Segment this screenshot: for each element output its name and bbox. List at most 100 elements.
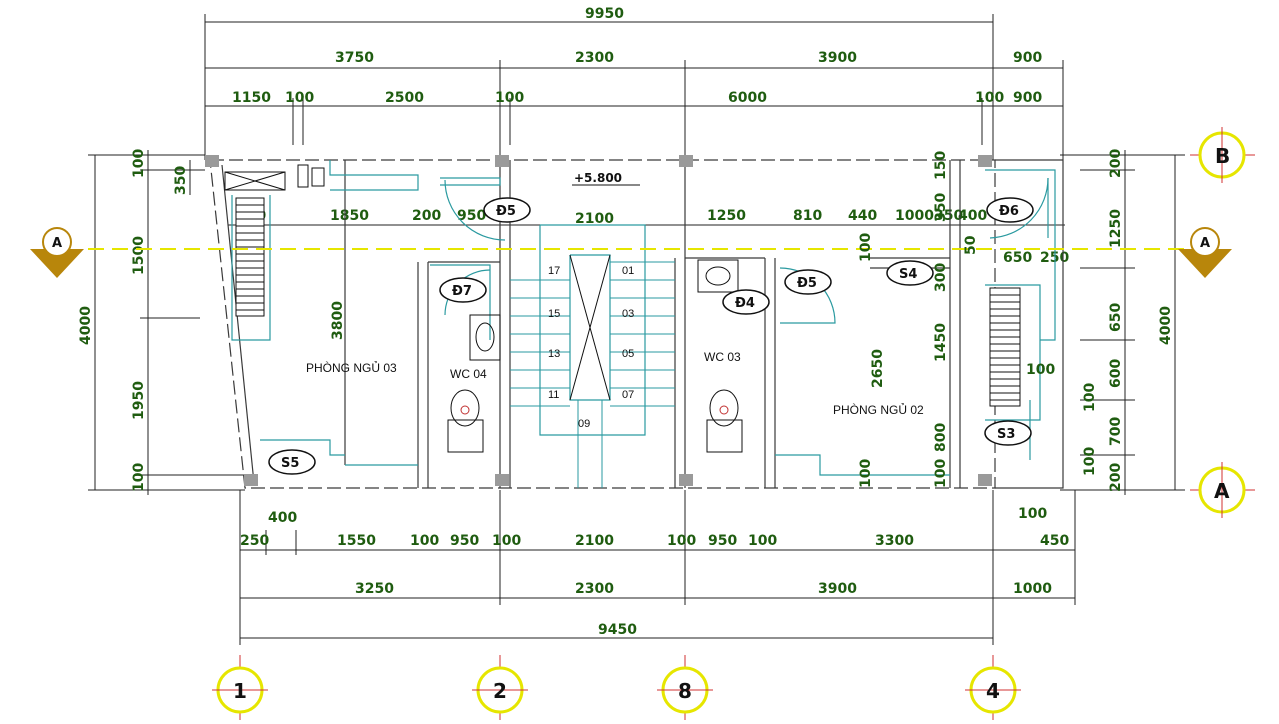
dim-top-r3-1: 100 xyxy=(285,90,314,106)
svg-text:2: 2 xyxy=(493,679,507,703)
tag-d7: Đ7 xyxy=(439,277,487,303)
dim-bottom-r1-3: 950 xyxy=(450,533,479,549)
stair-05: 05 xyxy=(622,348,634,360)
level-mark: +5.800 xyxy=(572,171,640,186)
stair-07: 07 xyxy=(622,389,634,401)
dim-bottom-r1-4: 100 xyxy=(492,533,521,549)
dim-bottom-r1-1: 1550 xyxy=(337,533,376,549)
top-dimensions xyxy=(204,14,1064,160)
grid-col-4: 4 xyxy=(965,666,1021,714)
dim-bottom-r1-10: 100 xyxy=(1018,506,1047,522)
stair-15: 15 xyxy=(548,308,560,320)
shaft-x xyxy=(224,164,325,191)
dim-inner-11: 650 xyxy=(1003,250,1032,266)
dim-left-seg3: 100 xyxy=(131,463,147,492)
dim-left-seg2: 1950 xyxy=(131,381,147,420)
svg-text:Đ6: Đ6 xyxy=(999,204,1019,219)
dim-bottom-r2-3: 1000 xyxy=(1013,581,1052,597)
tag-s4: S4 xyxy=(886,260,934,286)
stair-11: 11 xyxy=(548,389,559,401)
svg-text:Đ4: Đ4 xyxy=(735,296,755,311)
stair-09: 09 xyxy=(578,418,590,430)
fixtures-outline xyxy=(231,160,1056,476)
dim-right-seg2: 650 xyxy=(1108,303,1124,332)
dim-inner-6: 810 xyxy=(793,208,822,224)
dim-top-r3-5: 100 xyxy=(975,90,1004,106)
dim-iv-8: 800 xyxy=(933,423,949,452)
dim-inner-4: 2100 xyxy=(575,211,614,227)
grid-row-a: A xyxy=(1198,462,1246,518)
dim-left-overall: 4000 xyxy=(78,306,94,345)
dim-iv-7: 2650 xyxy=(870,349,886,388)
walls xyxy=(209,159,1064,489)
dim-top-r3-0: 1150 xyxy=(232,90,271,106)
grid-lines xyxy=(239,154,1255,720)
dim-top-seg3: 3900 xyxy=(818,50,857,66)
dim-bottom-r2-1: 2300 xyxy=(575,581,614,597)
grid-col-2: 2 xyxy=(472,666,528,714)
left-dimensions xyxy=(88,150,245,495)
svg-text:Đ5: Đ5 xyxy=(496,204,516,219)
room-wc3: WC 03 xyxy=(704,350,741,364)
dim-top-seg2: 2300 xyxy=(575,50,614,66)
dim-top-overall: 9950 xyxy=(585,6,624,22)
svg-text:S5: S5 xyxy=(281,456,299,471)
dim-bottom-r1-2: 100 xyxy=(410,533,439,549)
svg-text:4: 4 xyxy=(986,679,1000,703)
svg-text:B: B xyxy=(1215,144,1230,168)
stair-13: 13 xyxy=(548,348,560,360)
room-bed3: PHÒNG NGỦ 03 xyxy=(306,360,397,375)
dim-bottom-r1-5: 2100 xyxy=(575,533,614,549)
dim-iv-5: 300 xyxy=(933,263,949,292)
tag-d4: Đ4 xyxy=(722,289,770,315)
dim-iv-2: 350 xyxy=(933,193,949,222)
dim-right-seg3: 600 xyxy=(1108,359,1124,388)
dim-iv-3: 50 xyxy=(963,235,979,255)
wardrobe-left xyxy=(235,197,265,317)
tag-s3: S3 xyxy=(984,420,1032,446)
stair-01: 01 xyxy=(622,265,634,277)
tag-d5b: Đ5 xyxy=(784,269,832,295)
svg-text:Đ7: Đ7 xyxy=(452,284,472,299)
dim-iv-0: 3800 xyxy=(330,301,346,340)
door-swings xyxy=(444,177,1049,324)
stairs xyxy=(510,254,675,488)
dim-bottom-r2-2: 3900 xyxy=(818,581,857,597)
dim-bottom-overall: 9450 xyxy=(598,622,637,638)
dim-top-r3-3: 100 xyxy=(495,90,524,106)
dim-right-small0: 100 xyxy=(1082,383,1098,412)
svg-text:A: A xyxy=(1200,236,1210,251)
dim-inner-9: 350 xyxy=(934,208,963,224)
dim-right-overall: 4000 xyxy=(1158,306,1174,345)
dim-inner-2: 200 xyxy=(412,208,441,224)
dim-left-seg0: 100 xyxy=(131,149,147,178)
sink-wc4 xyxy=(469,314,501,361)
tag-d5a: Đ5 xyxy=(483,197,531,223)
section-mark-left: A xyxy=(30,227,84,278)
dim-inner-8: 1000 xyxy=(895,208,934,224)
svg-text:S4: S4 xyxy=(899,267,917,282)
grid-col-1: 1 xyxy=(212,666,268,714)
dim-inner-5: 1250 xyxy=(707,208,746,224)
dim-inner-10: 400 xyxy=(958,208,987,224)
room-wc4: WC 04 xyxy=(450,367,487,381)
dim-top-r3-2: 2500 xyxy=(385,90,424,106)
sink-wc3 xyxy=(697,259,739,293)
dim-bottom-r1-0: 250 xyxy=(240,533,269,549)
dim-bottom-r1-6: 100 xyxy=(667,533,696,549)
dim-iv-1: 150 xyxy=(933,151,949,180)
bottom-dimensions xyxy=(239,490,1076,645)
dim-iv-4: 100 xyxy=(858,233,874,262)
dim-bottom-r0: 400 xyxy=(268,510,297,526)
toilet-wc3 xyxy=(706,389,743,453)
svg-text:Đ5: Đ5 xyxy=(797,276,817,291)
dim-ih-0: 100 xyxy=(1026,362,1055,378)
stair-17: 17 xyxy=(548,265,560,277)
columns xyxy=(205,155,992,486)
room-bed2: PHÒNG NGỦ 02 xyxy=(833,402,924,417)
dim-bottom-r1-9: 3300 xyxy=(875,533,914,549)
dim-bottom-r1-8: 100 xyxy=(748,533,777,549)
wardrobe-right xyxy=(989,287,1021,407)
dim-right-small1: 100 xyxy=(1082,447,1098,476)
svg-text:A: A xyxy=(1214,479,1230,503)
